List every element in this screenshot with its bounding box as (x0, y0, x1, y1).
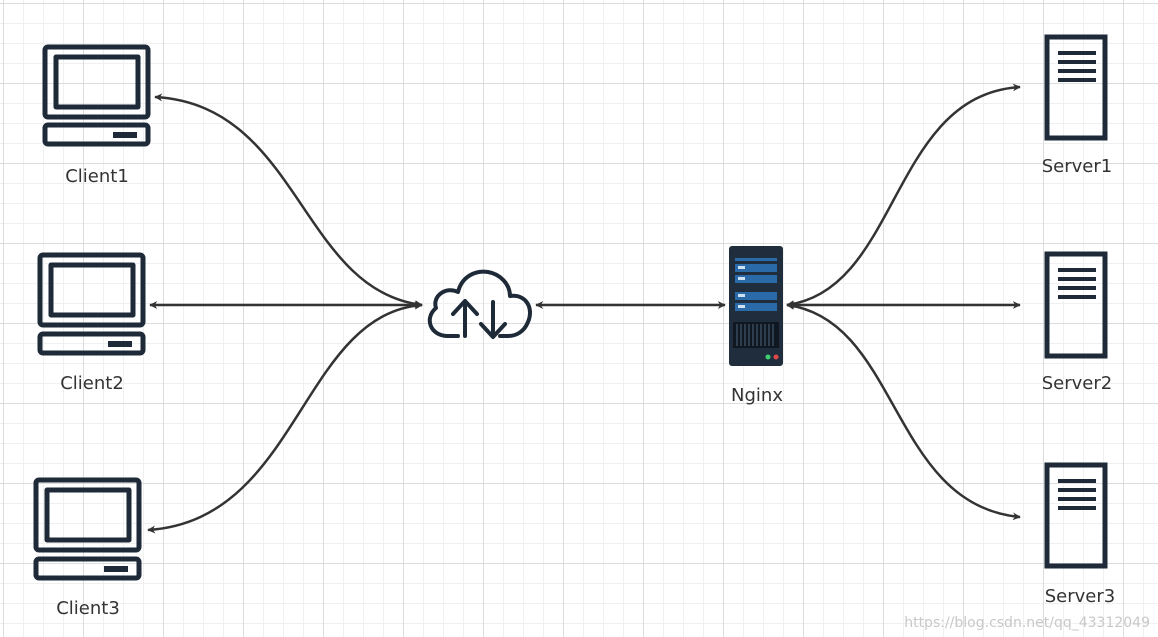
cloud-node[interactable] (427, 269, 532, 339)
server-tower-icon (1044, 251, 1108, 359)
edge-cloud-client1[interactable] (154, 93, 423, 309)
client2-node[interactable] (37, 252, 146, 356)
client2-label: Client2 (60, 373, 124, 394)
client1-node[interactable] (42, 44, 151, 147)
desktop-computer-icon (37, 252, 146, 356)
edge-cloud-client3[interactable] (147, 301, 423, 534)
desktop-computer-icon (42, 44, 151, 147)
server2-node[interactable] (1044, 251, 1108, 359)
server2-label: Server2 (1041, 373, 1113, 394)
rack-server-icon (729, 246, 783, 366)
client1-label: Client1 (65, 166, 129, 187)
server1-label: Server1 (1041, 156, 1113, 177)
client3-node[interactable] (33, 477, 142, 581)
desktop-computer-icon (33, 477, 142, 581)
nginx-node[interactable] (729, 246, 783, 366)
server3-label: Server3 (1044, 586, 1116, 607)
server-tower-icon (1044, 462, 1108, 569)
server3-node[interactable] (1044, 462, 1108, 569)
edge-nginx-server3[interactable] (786, 301, 1021, 521)
edge-nginx-server1[interactable] (786, 83, 1021, 309)
watermark: https://blog.csdn.net/qq_43312049 (904, 615, 1150, 631)
cloud-sync-icon (427, 269, 532, 339)
client3-label: Client3 (56, 598, 120, 619)
nginx-label: Nginx (731, 385, 783, 406)
edges (147, 83, 1021, 534)
server-tower-icon (1044, 34, 1108, 141)
server1-node[interactable] (1044, 34, 1108, 141)
